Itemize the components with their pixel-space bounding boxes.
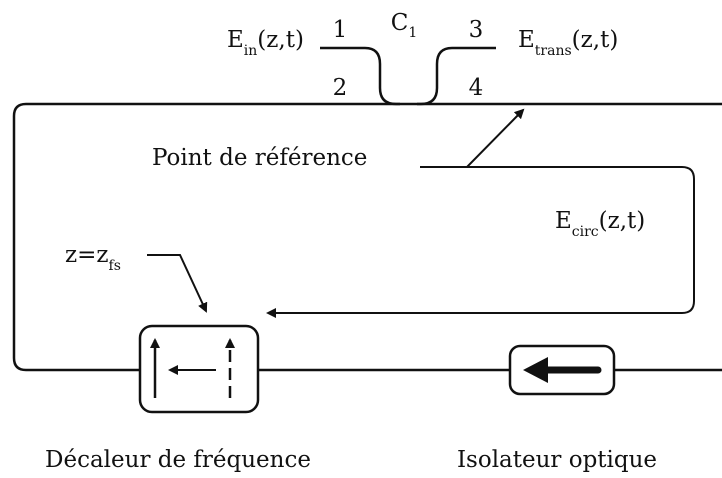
port-3-label: 3 (469, 17, 484, 43)
frequency-shifter-caption: Décaleur de fréquence (45, 447, 311, 473)
circulating-field-label: Ecirc(z,t) (555, 208, 645, 240)
port-2-label: 2 (333, 75, 348, 101)
coupler-output-lead (417, 46, 496, 106)
optical-isolator-arrow-head (523, 357, 548, 383)
frequency-shifter (138, 324, 260, 414)
fiber-ring (12, 102, 722, 372)
optical-isolator (508, 344, 616, 396)
reference-point-label: Point de référence (152, 145, 367, 171)
optical-isolator-caption: Isolateur optique (457, 447, 657, 473)
coupler-c1: C1 1 2 3 4 (320, 10, 496, 106)
circulation-arrow (266, 166, 695, 318)
input-field-label: Ein(z,t) (227, 27, 304, 59)
coupler-label: C1 (391, 10, 418, 41)
position-label: z=zfs (65, 242, 121, 274)
port-1-label: 1 (333, 17, 348, 43)
reference-point-arrow (420, 108, 525, 168)
transmitted-field-label: Etrans(z,t) (518, 27, 618, 59)
port-4-label: 4 (469, 75, 484, 101)
position-arrow (147, 254, 208, 313)
fiber-ring-left (12, 102, 400, 372)
